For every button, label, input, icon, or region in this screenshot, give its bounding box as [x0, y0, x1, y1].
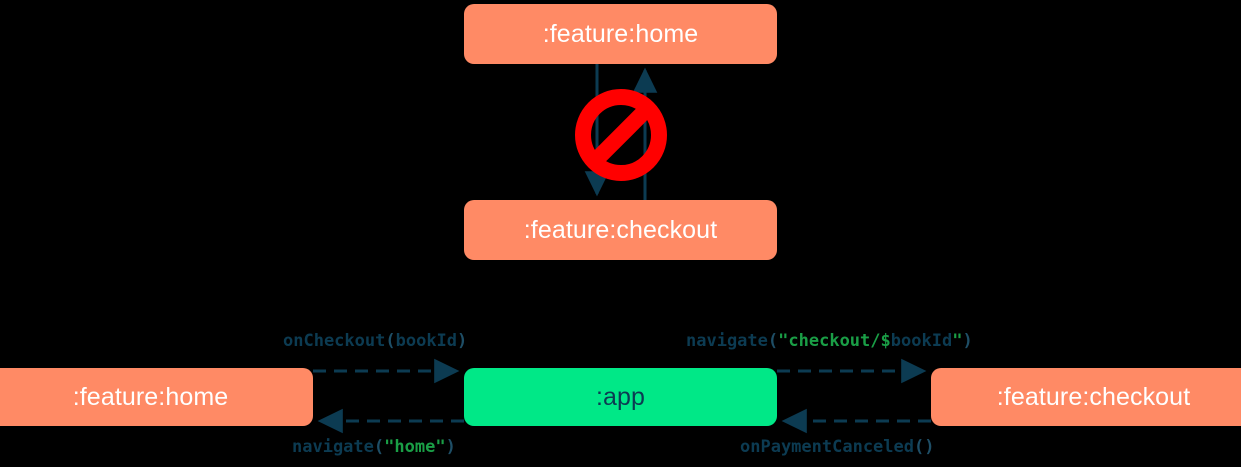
quote-close: " — [435, 437, 446, 457]
fn-arg: bookId — [890, 331, 953, 351]
module-node-feature-checkout-top[interactable]: :feature:checkout — [464, 200, 777, 260]
edge-label-navigate-checkout: navigate("checkout/$bookId") — [686, 331, 973, 351]
module-node-label: :feature:checkout — [996, 382, 1191, 411]
module-node-feature-home-top[interactable]: :feature:home — [464, 4, 777, 64]
edge-label-on-checkout: onCheckout(bookId) — [283, 331, 467, 351]
paren-open: ( — [767, 331, 779, 351]
module-node-label: :app — [595, 382, 646, 411]
edge-label-navigate-home: navigate("home") — [292, 437, 456, 457]
route-name: home — [394, 437, 436, 457]
module-node-label: :feature:checkout — [523, 215, 718, 244]
module-node-feature-home-bottom[interactable]: :feature:home — [0, 368, 313, 426]
quote-open: " — [778, 331, 789, 351]
fn-arg: bookId — [395, 331, 458, 351]
module-node-label: :feature:home — [542, 19, 699, 48]
paren-close: ) — [457, 331, 468, 351]
quote-close: " — [952, 331, 963, 351]
module-node-label: :feature:home — [72, 382, 229, 411]
module-node-app[interactable]: :app — [464, 368, 777, 426]
fn-name: onPaymentCanceled — [740, 437, 914, 457]
fn-name: navigate — [686, 331, 768, 351]
forbidden-icon — [575, 89, 667, 181]
edge-label-on-payment-canceled: onPaymentCanceled() — [740, 437, 934, 457]
paren-close: ) — [962, 331, 973, 351]
paren-close: ) — [445, 437, 456, 457]
module-node-feature-checkout-bottom[interactable]: :feature:checkout — [931, 368, 1241, 426]
paren-open: ( — [385, 331, 396, 351]
parens: () — [914, 437, 935, 457]
route-path: checkout/ — [788, 331, 881, 351]
fn-name: onCheckout — [283, 331, 386, 351]
fn-name: navigate — [292, 437, 374, 457]
paren-open: ( — [373, 437, 385, 457]
quote-open: " — [384, 437, 395, 457]
dollar-sign: $ — [880, 331, 891, 351]
